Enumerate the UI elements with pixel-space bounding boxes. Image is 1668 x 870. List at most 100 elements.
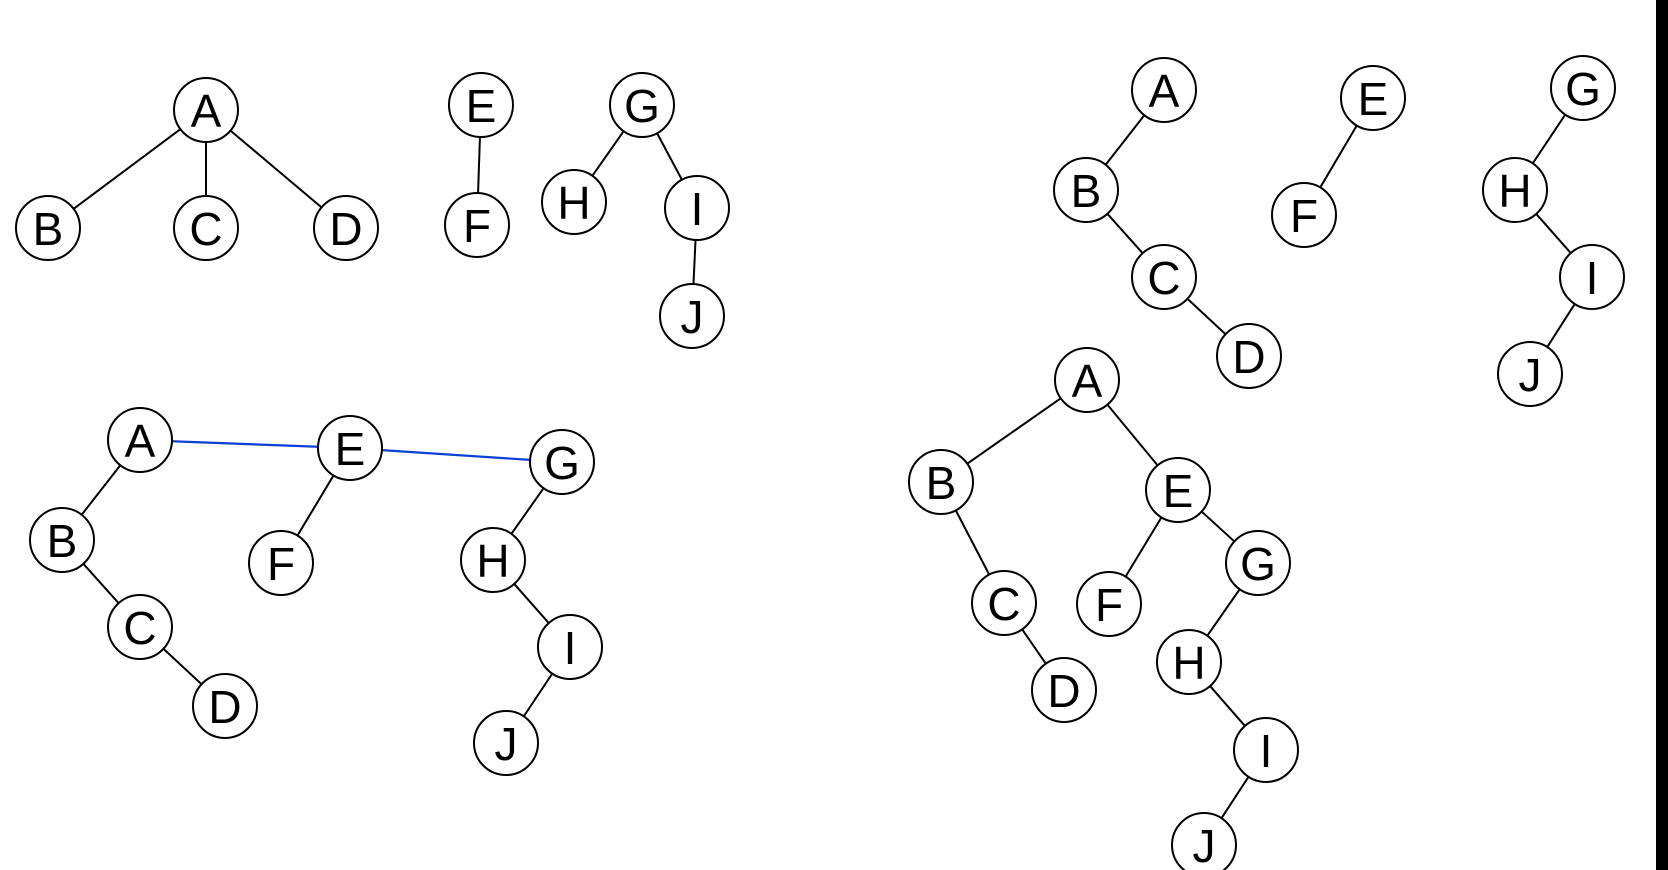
node-F: F	[444, 192, 510, 258]
node-J: J	[1171, 812, 1237, 870]
node-A: A	[1054, 347, 1120, 413]
node-label: C	[987, 578, 1020, 630]
node-circle	[1145, 457, 1211, 523]
edge-B-C	[1106, 213, 1144, 254]
node-label: H	[476, 535, 509, 587]
edge-G-H	[591, 130, 625, 177]
edge-I-J	[1546, 303, 1576, 348]
node-circle	[1131, 57, 1197, 123]
edge-G-H	[510, 487, 545, 535]
edge-A-D	[229, 129, 323, 209]
node-H: H	[541, 169, 607, 235]
edge-E-F	[1124, 516, 1163, 578]
node-D: D	[1216, 323, 1282, 389]
node-I: I	[537, 614, 603, 680]
node-label: A	[1072, 355, 1103, 407]
node-label: B	[33, 203, 64, 255]
node-label: G	[1565, 63, 1601, 115]
node-I: I	[664, 175, 730, 241]
node-A: A	[1131, 57, 1197, 123]
edge-A-B	[966, 397, 1062, 465]
node-label: B	[926, 457, 957, 509]
edge-E-F	[1319, 125, 1358, 188]
node-circle	[1076, 571, 1142, 637]
edge-H-I	[1209, 685, 1246, 727]
node-label: E	[466, 80, 497, 132]
node-label: H	[557, 177, 590, 229]
node-C: C	[971, 570, 1037, 636]
node-circle	[460, 527, 526, 593]
node-circle	[537, 614, 603, 680]
node-E: E	[448, 72, 514, 138]
node-circle	[1216, 323, 1282, 389]
node-label: D	[208, 681, 241, 733]
node-circle	[444, 192, 510, 258]
node-F: F	[1271, 182, 1337, 248]
node-label: C	[189, 203, 222, 255]
node-label: F	[1290, 190, 1318, 242]
edge-G-H	[1531, 114, 1567, 164]
node-label: J	[495, 718, 518, 770]
node-D: D	[192, 673, 258, 739]
node-circle	[1054, 347, 1120, 413]
node-circle	[107, 594, 173, 660]
edge-C-D	[162, 648, 203, 685]
forest-original: A B C D E F GH IJ	[15, 72, 730, 349]
node-label: G	[1240, 538, 1276, 590]
node-F: F	[1076, 571, 1142, 637]
node-G: G	[529, 429, 595, 495]
edge-G-I	[656, 132, 683, 181]
edge-E-G	[1200, 510, 1236, 543]
node-H: H	[460, 527, 526, 593]
node-label: B	[1071, 165, 1102, 217]
node-D: D	[313, 195, 379, 261]
node-label: I	[691, 183, 704, 235]
node-B: B	[29, 507, 95, 573]
node-circle	[448, 72, 514, 138]
node-E: E	[317, 415, 383, 481]
edge-E-F	[477, 136, 481, 194]
node-circle	[1156, 629, 1222, 695]
node-G: G	[1225, 530, 1291, 596]
node-J: J	[659, 283, 725, 349]
edge-E-F	[296, 474, 335, 537]
edge-A-B	[73, 128, 181, 210]
node-label: F	[1095, 579, 1123, 631]
node-label: F	[463, 200, 491, 252]
node-circle	[107, 407, 173, 473]
node-B: B	[1053, 157, 1119, 223]
node-circle	[248, 530, 314, 596]
node-circle	[1482, 157, 1548, 223]
edge-H-I	[1535, 213, 1572, 254]
node-label: J	[1193, 820, 1216, 870]
node-G: G	[609, 72, 675, 138]
node-circle	[173, 195, 239, 261]
edge-A-B	[1104, 114, 1146, 166]
node-label: D	[329, 203, 362, 255]
node-label: D	[1232, 331, 1265, 383]
edge-G-H	[1206, 588, 1241, 637]
node-circle	[1340, 65, 1406, 131]
node-circle	[313, 195, 379, 261]
node-J: J	[1497, 341, 1563, 407]
edge-C-D	[1021, 628, 1047, 665]
node-D: D	[1031, 657, 1097, 723]
node-label: C	[123, 602, 156, 654]
node-F: F	[248, 530, 314, 596]
node-I: I	[1233, 717, 1299, 783]
node-circle	[1031, 657, 1097, 723]
node-A: A	[173, 77, 239, 143]
sibling-link-E-G	[381, 449, 531, 461]
node-label: I	[1260, 725, 1273, 777]
node-A: A	[107, 407, 173, 473]
node-label: E	[335, 423, 366, 475]
node-circle	[541, 169, 607, 235]
edge-B-C	[82, 563, 120, 604]
node-C: C	[107, 594, 173, 660]
node-label: I	[1586, 252, 1599, 304]
node-E: E	[1145, 457, 1211, 523]
node-C: C	[1131, 244, 1197, 310]
